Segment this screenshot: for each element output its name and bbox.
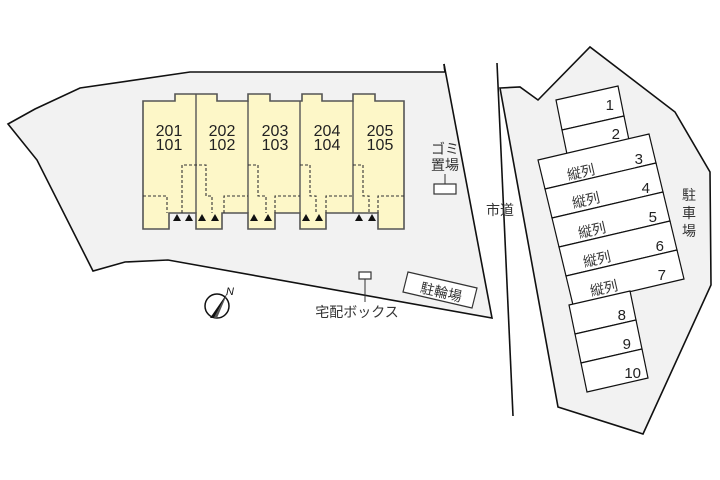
space-1-number: 1	[606, 97, 614, 114]
unit-lower-2: 102	[209, 137, 236, 154]
parking-label-2: 車	[682, 205, 696, 222]
unit-lower-3: 103	[262, 137, 289, 154]
unit-upper-3: 203	[262, 123, 289, 140]
unit-upper-2: 202	[209, 123, 236, 140]
parking-label-1: 駐	[682, 188, 696, 204]
unit-lower-4: 104	[314, 137, 341, 154]
compass-icon	[204, 292, 230, 319]
delivery-box-label: 宅配ボックス	[315, 305, 399, 321]
unit-upper-4: 204	[314, 123, 341, 140]
bicycle-parking-box	[402, 271, 478, 309]
space-3-note: 縦列	[566, 162, 597, 184]
space-10-number: 10	[624, 365, 641, 382]
space-6-note: 縦列	[582, 249, 613, 271]
unit-lower-5: 105	[367, 137, 394, 154]
space-4-number: 4	[642, 180, 650, 197]
space-5-note: 縦列	[577, 220, 608, 242]
space-6-number: 6	[656, 238, 664, 255]
building	[142, 93, 405, 230]
space-7-number: 7	[658, 267, 666, 284]
unit-upper-1: 201	[156, 123, 183, 140]
road-label: 市道	[486, 202, 514, 219]
space-8-number: 8	[618, 307, 626, 324]
compass-north-label: N	[226, 286, 234, 298]
parking-spaces	[537, 85, 685, 393]
unit-upper-5: 205	[367, 123, 394, 140]
parking-label-3: 場	[682, 224, 696, 240]
space-7-note: 縦列	[589, 278, 620, 300]
unit-lower-1: 101	[156, 137, 183, 154]
space-9-number: 9	[623, 336, 631, 353]
space-4-note: 縦列	[571, 190, 602, 212]
garbage-label-2: 置場	[431, 158, 459, 174]
space-2-number: 2	[612, 126, 620, 143]
garbage-label-1: ゴミ	[431, 141, 459, 158]
space-3-number: 3	[635, 151, 643, 168]
bicycle-parking-label: 駐輪場	[419, 280, 464, 306]
road-line	[496, 62, 514, 417]
space-5-number: 5	[649, 209, 657, 226]
